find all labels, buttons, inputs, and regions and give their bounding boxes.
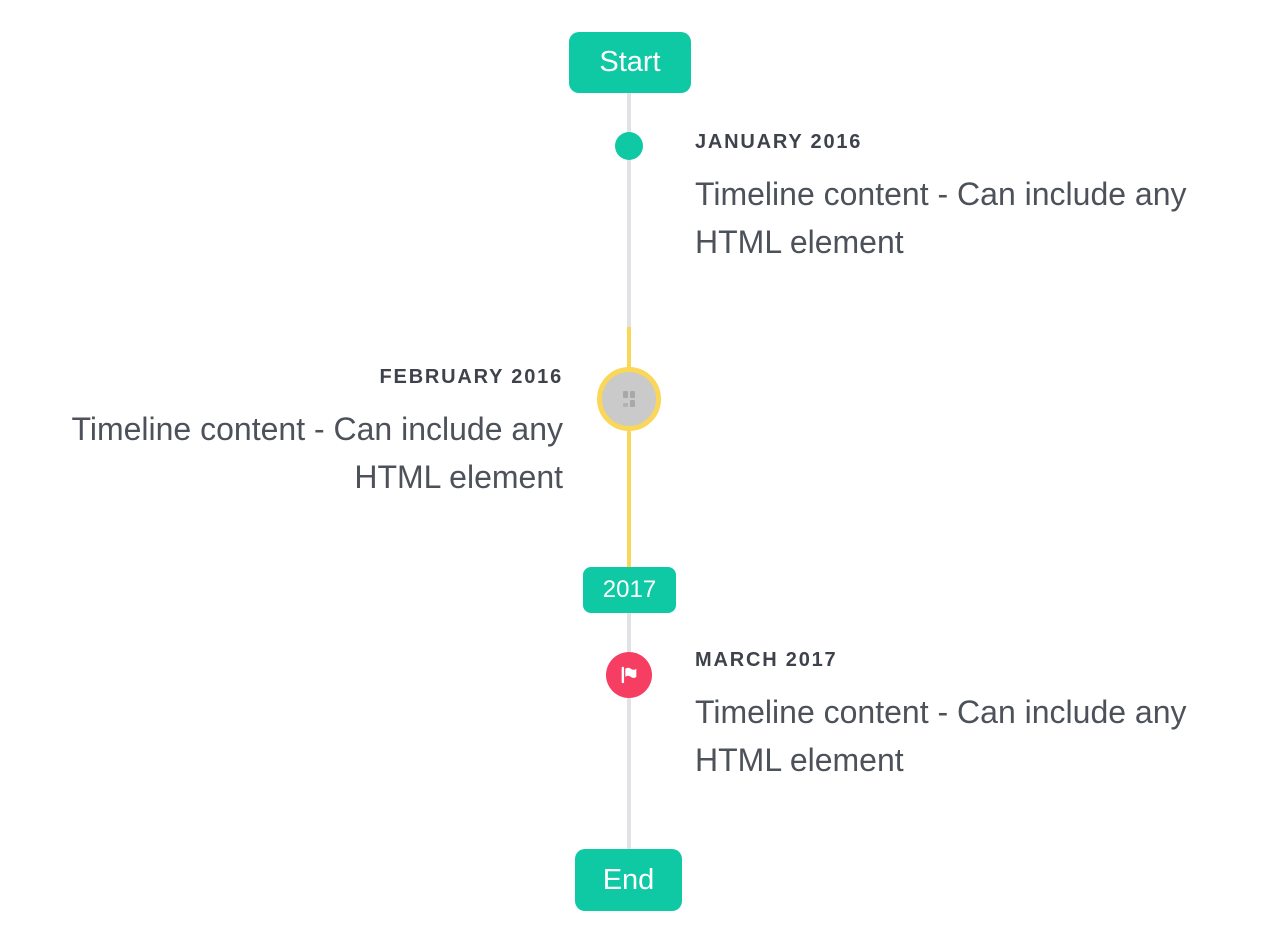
year-badge-label: 2017 <box>602 576 657 603</box>
flag-icon <box>606 652 652 698</box>
entry-title: MARCH 2017 <box>695 649 838 671</box>
flag-glyph <box>621 666 637 684</box>
timeline-entry-february: FEBRUARY 2016 Timeline content - Can inc… <box>43 365 563 501</box>
entry-title: JANUARY 2016 <box>695 131 863 153</box>
entry-title: FEBRUARY 2016 <box>379 366 563 388</box>
timeline-highlight-segment <box>627 327 631 567</box>
entry-content: Timeline content - Can include any HTML … <box>695 694 1187 778</box>
entry-content: Timeline content - Can include any HTML … <box>695 176 1187 260</box>
dot-icon <box>615 132 643 160</box>
broken-image-glyph <box>623 391 635 407</box>
entry-content: Timeline content - Can include any HTML … <box>71 411 563 495</box>
timeline-entry-march: MARCH 2017 Timeline content - Can includ… <box>695 648 1215 784</box>
timeline-start-badge: Start <box>569 32 691 93</box>
end-badge-label: End <box>602 863 655 896</box>
broken-image-icon <box>597 367 661 431</box>
timeline-end-badge: End <box>575 849 682 911</box>
timeline-year-badge: 2017 <box>583 567 676 613</box>
start-badge-label: Start <box>599 46 661 78</box>
timeline-entry-january: JANUARY 2016 Timeline content - Can incl… <box>695 130 1215 266</box>
